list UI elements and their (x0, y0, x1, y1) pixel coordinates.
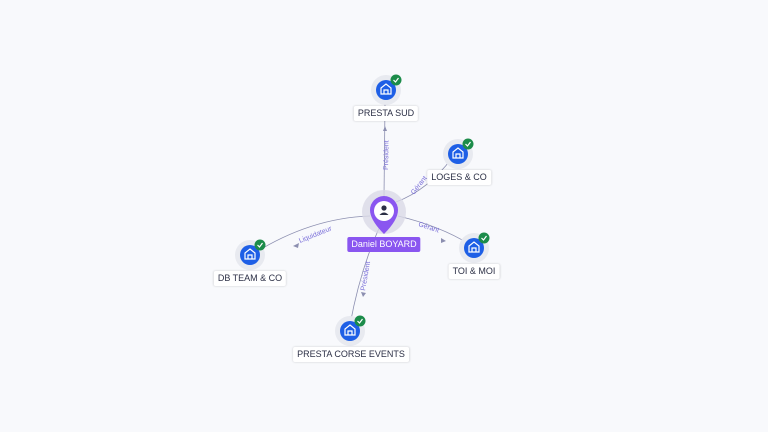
verified-badge-icon (354, 315, 366, 327)
person-icon (379, 205, 389, 215)
arrow-toi-moi (441, 238, 446, 243)
label-toi-moi[interactable]: TOI & MOI (448, 264, 500, 279)
node-presta-sud[interactable] (371, 74, 402, 106)
arrow-db-team (293, 243, 299, 248)
label-loges-co[interactable]: LOGES & CO (427, 170, 491, 185)
arrow-presta-sud (383, 126, 387, 131)
node-loges-co[interactable] (443, 138, 474, 170)
center-person-node[interactable] (362, 190, 406, 234)
edge-presta-corse (349, 225, 381, 326)
arrow-presta-corse (361, 292, 366, 297)
verified-badge-icon (478, 232, 490, 244)
edges (252, 103, 470, 326)
verified-badge-icon (462, 138, 474, 150)
verified-badge-icon (254, 239, 266, 251)
verified-badge-icon (390, 74, 402, 86)
edge-label-presta-corse: Président (360, 261, 372, 291)
label-presta-sud[interactable]: PRESTA SUD (353, 106, 419, 121)
edge-label-presta-sud: Président (383, 140, 391, 170)
edge-label-toi-moi: Gérant (417, 221, 440, 234)
label-db-team[interactable]: DB TEAM & CO (213, 271, 287, 286)
node-toi-moi[interactable] (459, 232, 490, 264)
edge-db-team (252, 215, 371, 255)
edge-label-loges-co: Gérant (410, 175, 429, 196)
center-person-label[interactable]: Daniel BOYARD (347, 237, 421, 252)
node-presta-corse[interactable] (335, 315, 366, 347)
edge-label-db-team: Liquidateur (298, 225, 333, 245)
node-db-team[interactable] (235, 239, 266, 271)
label-presta-corse[interactable]: PRESTA CORSE EVENTS (293, 347, 409, 362)
